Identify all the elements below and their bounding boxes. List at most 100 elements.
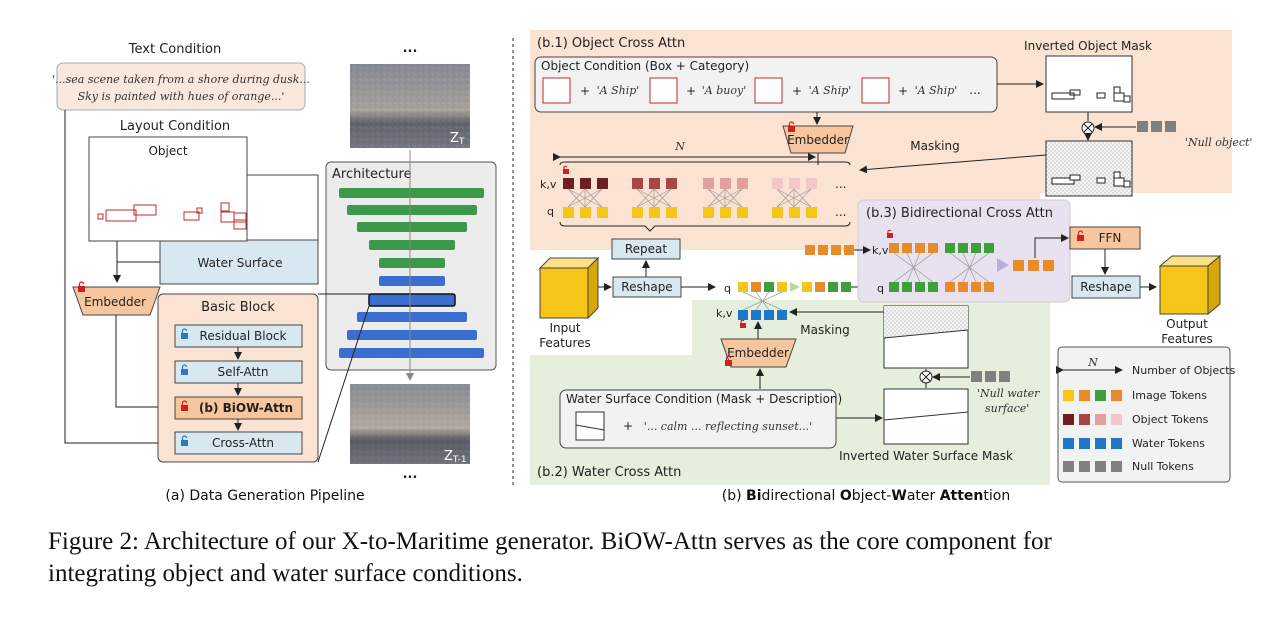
output-features-label-1: Output [1166, 317, 1208, 331]
ffn-label: FFN [1099, 231, 1122, 245]
embedder-left-label: Embedder [84, 295, 146, 309]
top-brace [559, 161, 851, 166]
ellipsis-bottom: ... [403, 467, 418, 482]
multiply-symbol-bottom [921, 372, 931, 382]
mask-shapes-top [1051, 86, 1131, 103]
water-condition-box [559, 389, 837, 449]
svg-text:+: + [792, 84, 802, 98]
object-condition-title: Object Condition (Box + Category) [541, 59, 749, 73]
embedder-left [72, 286, 161, 316]
lock-icons-basic-block [181, 328, 188, 446]
bidir-to-ffn-arrow [1034, 234, 1069, 258]
repeat-block [611, 238, 681, 260]
embedder-bottom [720, 338, 797, 368]
svg-text:+: + [898, 84, 908, 98]
svg-text:...: ... [835, 177, 846, 191]
noisy-image-zt-tint [350, 64, 470, 148]
svg-text:k,v: k,v [872, 244, 889, 257]
embedder-top-label: Embedder [787, 133, 849, 147]
cross-attn-label: Cross-Attn [212, 436, 274, 450]
residual-block-label: Residual Block [200, 329, 287, 343]
cross-attn-block [174, 431, 303, 455]
unet-layers [339, 188, 484, 358]
masked-water-line [883, 329, 969, 339]
masking-top-label: Masking [910, 139, 959, 153]
embedder-to-biow-arrow [115, 315, 176, 411]
svg-text:'A Ship': 'A Ship' [597, 84, 640, 97]
subtitle-b: (b) Bidirectional Object-Water Attention [722, 488, 1010, 504]
input-features-label-1: Input [549, 321, 580, 335]
svg-text:k,v: k,v [540, 178, 557, 191]
svg-text:q: q [724, 282, 731, 295]
input-features-cube [538, 256, 600, 320]
svg-text:q: q [547, 205, 554, 218]
legend: N Number of Objects Image Tokens Object … [1056, 356, 1236, 473]
inverted-object-mask [1045, 55, 1133, 113]
embedder-top [782, 125, 854, 154]
output-features-cube [1158, 254, 1222, 316]
ellipsis-top: ... [403, 41, 418, 56]
n-label-top: N [674, 140, 685, 153]
caption-line2: integrating object and water surface con… [48, 560, 523, 587]
svg-text:+: + [580, 84, 590, 98]
biow-attn-label: (b) BiOW-Attn [199, 401, 293, 415]
masked-water-region [884, 306, 968, 338]
water-attention-tokens: q k,v [716, 282, 851, 328]
b1-title: (b.1) Object Cross Attn [537, 36, 685, 51]
water-description: '... calm ... reflecting sunset...' [644, 420, 812, 433]
svg-text:Image Tokens: Image Tokens [1132, 389, 1207, 402]
null-water-tokens [971, 371, 1010, 382]
text-condition-line2: Sky is painted with hues of orange...' [78, 90, 285, 103]
multiply-symbol-top [1083, 123, 1093, 133]
svg-text:k,v: k,v [716, 307, 733, 320]
bidirectional-tokens: k,v q [872, 229, 1054, 295]
object-label: Object [148, 144, 187, 158]
architecture-label: Architecture [332, 167, 412, 182]
text-condition-line1: '...sea scene taken from a shore during … [52, 73, 310, 86]
layout-condition-title: Layout Condition [120, 119, 230, 134]
inverted-object-mask-title: Inverted Object Mask [1024, 39, 1152, 53]
svg-text:q: q [877, 282, 884, 295]
inverted-water-mask-title: Inverted Water Surface Mask [839, 449, 1013, 463]
svg-text:...: ... [969, 83, 980, 97]
water-plus: + [623, 419, 633, 433]
object-attention-tokens: k,v q ... ... [540, 165, 846, 219]
noisy-image-zt1-tint [350, 384, 470, 464]
svg-text:'A Ship': 'A Ship' [809, 84, 852, 97]
water-mask-line [575, 424, 605, 431]
subtitle-a: (a) Data Generation Pipeline [165, 488, 364, 504]
figure-caption: Figure 2: Architecture of our X-to-Marit… [48, 526, 1248, 590]
zoom-line-bottom [317, 305, 370, 463]
mask-shapes-bottom [1051, 171, 1131, 188]
water-surface-edge [247, 174, 319, 240]
biow-attention-panel: (b.1) Object Cross Attn Object Condition… [530, 30, 1252, 504]
embedder-bottom-label: Embedder [727, 346, 789, 360]
svg-text:Water Tokens: Water Tokens [1132, 437, 1205, 450]
lock-icon-water-kv [740, 319, 746, 328]
lock-icon-bidir [887, 229, 893, 238]
lock-icon-embedder-bottom [725, 355, 732, 366]
lock-icon-embedder-top [788, 121, 795, 132]
null-object-label: 'Null object' [1185, 136, 1252, 149]
text-condition-box [56, 62, 306, 111]
data-generation-pipeline: Text Condition '...sea scene taken from … [52, 41, 497, 504]
text-condition-title: Text Condition [128, 42, 221, 57]
text-to-crossattn-arrow [64, 110, 176, 447]
lock-icon-kv [563, 165, 569, 174]
null-water-label-1: 'Null water [977, 387, 1040, 400]
reshape-left-label: Reshape [621, 280, 672, 294]
null-water-label-2: surface' [985, 402, 1029, 415]
svg-text:Number of Objects: Number of Objects [1132, 364, 1236, 377]
water-surface-label: Water Surface [197, 256, 282, 270]
masking-top-arrow [859, 154, 1047, 174]
reshape-right-label: Reshape [1080, 280, 1131, 294]
svg-text:+: + [686, 84, 696, 98]
lock-icon [78, 281, 85, 292]
masking-bottom-label: Masking [800, 323, 849, 337]
zt1-label: ZT-1 [444, 449, 467, 465]
svg-text:'A Ship': 'A Ship' [915, 84, 958, 97]
svg-text:'A buoy': 'A buoy' [702, 84, 746, 97]
svg-text:Null Tokens: Null Tokens [1132, 460, 1194, 473]
lock-icon-ffn [1077, 230, 1084, 241]
